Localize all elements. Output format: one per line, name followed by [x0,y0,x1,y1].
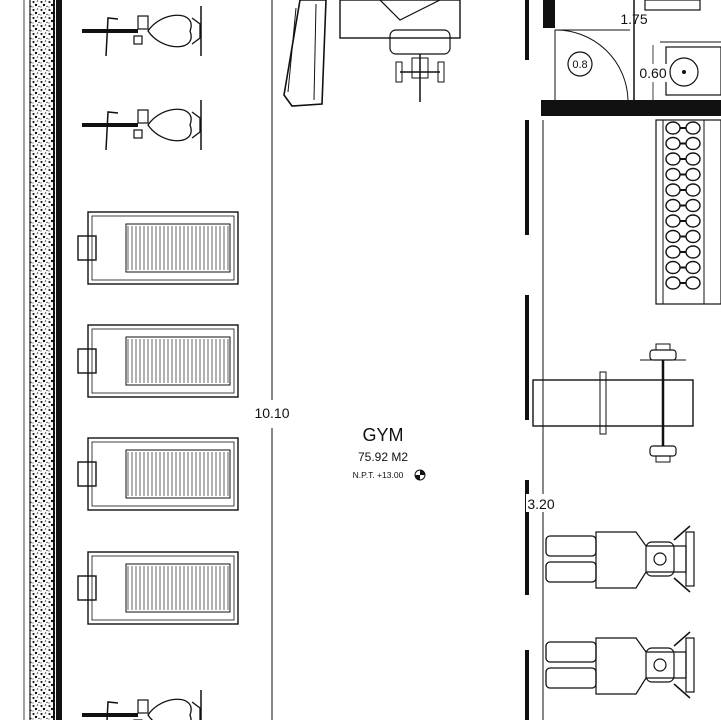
treadmill-2 [77,324,239,398]
treadmill-belts [127,226,229,610]
exterior-wall [23,0,62,720]
dashed-partition [525,0,529,720]
dimension-labels: 10.10 1.75 0.60 0.8 3.20 [250,11,667,512]
dimension-side: 3.20 [527,496,554,512]
treadmill-1 [77,211,239,285]
level-marker-icon [414,469,426,481]
treadmill-4 [77,551,239,625]
bench-press [532,343,694,463]
room-name: GYM [362,425,403,445]
room-level: N.P.T. +13.00 [353,470,404,480]
exercise-bike-2 [80,98,203,152]
elliptical-1 [545,525,695,593]
door-tag [567,51,593,77]
room-area: 75.92 M2 [358,450,408,464]
exercise-bike-3 [80,688,203,720]
weight-machine [283,0,461,107]
dimension-length: 10.10 [254,405,289,421]
dimension-width-2: 0.60 [639,65,666,81]
elliptical-2 [545,631,695,699]
bathroom-block [541,0,721,116]
dimension-width-1: 1.75 [620,11,647,27]
treadmill-3 [77,437,239,511]
exercise-bike-1 [80,4,203,58]
room-label: GYM 75.92 M2 N.P.T. +13.00 [353,425,426,481]
interior-lines [271,0,544,720]
dimension-door: 0.8 [572,59,587,71]
dumbbell-rack [655,119,721,305]
